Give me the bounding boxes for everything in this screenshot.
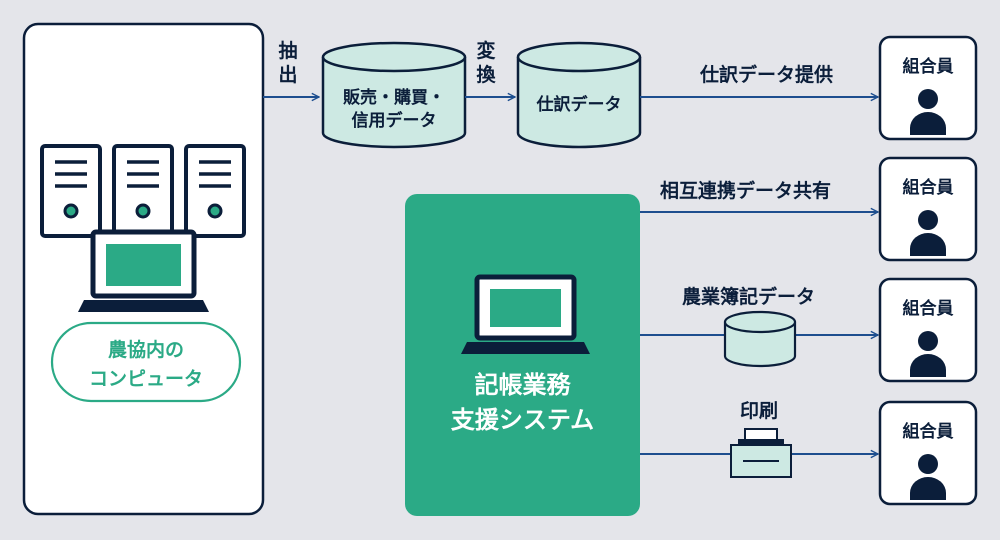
local-computer-label-line1: 農協内の <box>107 339 184 361</box>
member-card <box>878 277 978 383</box>
sales-database-label-line2: 信用データ <box>351 110 437 131</box>
print-label: 印刷 <box>740 400 779 422</box>
member-card <box>878 400 978 506</box>
server-icon <box>184 144 246 238</box>
member-label: 組合員 <box>902 422 954 442</box>
local-computer-label-line2: コンピュータ <box>88 368 203 391</box>
server-icon <box>40 144 102 238</box>
bookkeeping-system-panel <box>405 194 640 516</box>
agri-bookkeeping-label: 農業簿記データ <box>682 286 816 308</box>
member-label: 組合員 <box>902 57 954 77</box>
local-computer-label: 農協内の コンピュータ <box>52 336 240 395</box>
local-computer-label-capsule <box>50 321 242 403</box>
extract-label: 抽出 <box>278 40 298 86</box>
journal-database-label: 仕訳データ <box>536 95 622 115</box>
bookkeeping-system-label-line2: 支援システム <box>450 405 595 434</box>
sales-database-label-line1: 販売・購買・ <box>343 88 445 108</box>
journal-provide-label: 仕訳データ提供 <box>700 64 834 86</box>
bookkeeping-system-label: 記帳業務 支援システム <box>405 368 640 438</box>
member-card <box>878 35 978 141</box>
member-card <box>878 156 978 262</box>
laptop-icon <box>78 229 209 312</box>
convert-label: 変換 <box>476 40 496 86</box>
sales-database-icon <box>321 41 467 149</box>
printer-icon <box>730 428 792 478</box>
agri-bookkeeping-database-icon <box>723 310 797 368</box>
system-laptop-icon <box>461 274 590 354</box>
sales-database-label: 販売・購買・ 信用データ <box>323 87 465 133</box>
bookkeeping-system-label-line1: 記帳業務 <box>474 371 571 399</box>
mutual-share-label: 相互連携データ共有 <box>660 180 832 202</box>
member-label: 組合員 <box>902 178 954 198</box>
member-label: 組合員 <box>902 299 954 319</box>
server-icon <box>112 144 174 238</box>
journal-database-icon <box>516 41 642 149</box>
